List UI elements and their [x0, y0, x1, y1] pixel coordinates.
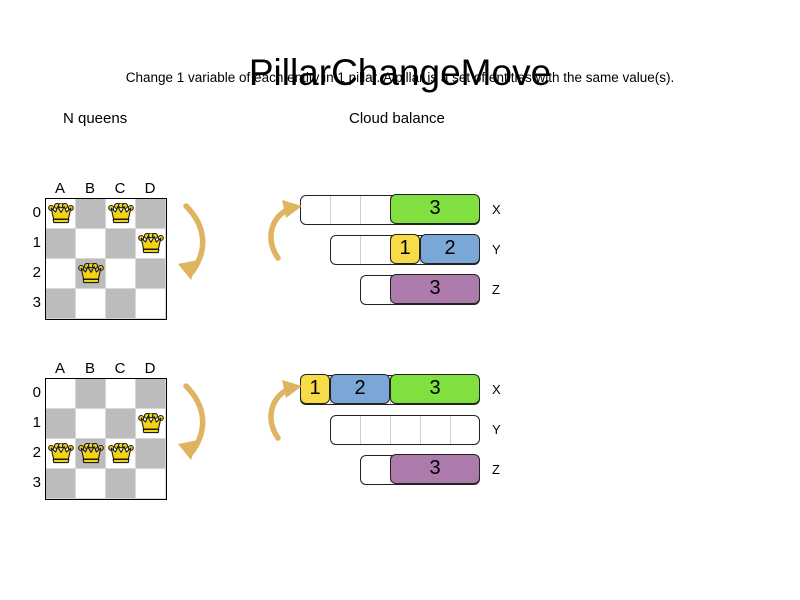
- board-column-label: B: [84, 360, 95, 377]
- board-cell[interactable]: [136, 439, 166, 469]
- process-block[interactable]: 3: [390, 193, 480, 224]
- computer-label: X: [492, 382, 501, 397]
- board-cell[interactable]: [106, 439, 136, 469]
- board-row-label: 2: [32, 444, 41, 461]
- computer-label: Y: [492, 422, 501, 437]
- section-heading-cloud: Cloud balance: [349, 110, 445, 127]
- capacity-cell: [331, 416, 361, 444]
- board-cell[interactable]: [76, 469, 106, 499]
- board-cell[interactable]: [76, 439, 106, 469]
- board-cell[interactable]: [106, 259, 136, 289]
- capacity-cell: [331, 236, 361, 264]
- board-column-label: A: [54, 180, 65, 197]
- board-row-label: 0: [32, 204, 41, 221]
- nqueens-board-before: A B C D 0 1 2 3: [22, 180, 222, 330]
- board-column-label: C: [114, 360, 126, 377]
- capacity-cell: [361, 196, 391, 224]
- chessboard: [45, 198, 167, 320]
- board-cell[interactable]: [106, 199, 136, 229]
- board-column-label: D: [144, 360, 156, 377]
- board-cell[interactable]: [76, 229, 106, 259]
- board-cell[interactable]: [76, 289, 106, 319]
- board-cell[interactable]: [136, 379, 166, 409]
- board-column-label: A: [54, 360, 65, 377]
- board-cell[interactable]: [136, 259, 166, 289]
- board-cell[interactable]: [106, 229, 136, 259]
- computer-capacity-bar[interactable]: [330, 415, 480, 445]
- board-row-label: 1: [32, 234, 41, 251]
- process-block[interactable]: 1: [390, 233, 420, 264]
- board-cell[interactable]: [46, 409, 76, 439]
- board-cell[interactable]: [106, 289, 136, 319]
- page-subtitle: Change 1 variable of each entity in 1 pi…: [125, 70, 675, 85]
- capacity-cell: [391, 416, 421, 444]
- board-cell[interactable]: [136, 409, 166, 439]
- board-cell[interactable]: [76, 259, 106, 289]
- board-cell[interactable]: [46, 469, 76, 499]
- process-block[interactable]: 3: [390, 373, 480, 404]
- board-row-label: 0: [32, 384, 41, 401]
- nqueens-board-after: A B C D 0 1 2 3: [22, 360, 222, 510]
- board-cell[interactable]: [46, 199, 76, 229]
- process-block[interactable]: 1: [300, 373, 330, 404]
- capacity-cell: [361, 236, 391, 264]
- capacity-cell: [361, 416, 391, 444]
- board-cell[interactable]: [136, 469, 166, 499]
- section-heading-nqueens: N queens: [63, 110, 128, 127]
- board-row-label: 3: [32, 294, 41, 311]
- computer-label: X: [492, 202, 501, 217]
- computer-label: Z: [492, 462, 500, 477]
- board-cell[interactable]: [46, 259, 76, 289]
- board-row-label: 2: [32, 264, 41, 281]
- page-title: PillarChangeMove: [248, 51, 552, 93]
- board-cell[interactable]: [106, 409, 136, 439]
- board-column-label: B: [84, 180, 95, 197]
- board-cell[interactable]: [76, 379, 106, 409]
- process-block[interactable]: 2: [420, 233, 480, 264]
- computer-label: Z: [492, 282, 500, 297]
- capacity-cell: [451, 416, 479, 444]
- board-cell[interactable]: [106, 379, 136, 409]
- chessboard: [45, 378, 167, 500]
- board-cell[interactable]: [46, 379, 76, 409]
- board-cell[interactable]: [46, 289, 76, 319]
- capacity-cell: [421, 416, 451, 444]
- board-cell[interactable]: [76, 199, 106, 229]
- board-cell[interactable]: [106, 469, 136, 499]
- process-block[interactable]: 3: [390, 273, 480, 304]
- capacity-cell: [331, 196, 361, 224]
- process-block[interactable]: 3: [390, 453, 480, 484]
- capacity-cell: [361, 456, 391, 484]
- board-row-label: 1: [32, 414, 41, 431]
- board-column-label: C: [114, 180, 126, 197]
- board-row-label: 3: [32, 474, 41, 491]
- board-cell[interactable]: [46, 229, 76, 259]
- process-block[interactable]: 2: [330, 373, 390, 404]
- capacity-cell: [361, 276, 391, 304]
- board-column-label: D: [144, 180, 156, 197]
- board-cell[interactable]: [136, 229, 166, 259]
- board-cell[interactable]: [76, 409, 106, 439]
- board-cell[interactable]: [136, 199, 166, 229]
- board-cell[interactable]: [46, 439, 76, 469]
- computer-label: Y: [492, 242, 501, 257]
- capacity-cell: [301, 196, 331, 224]
- capacity-grid: [331, 416, 479, 444]
- board-cell[interactable]: [136, 289, 166, 319]
